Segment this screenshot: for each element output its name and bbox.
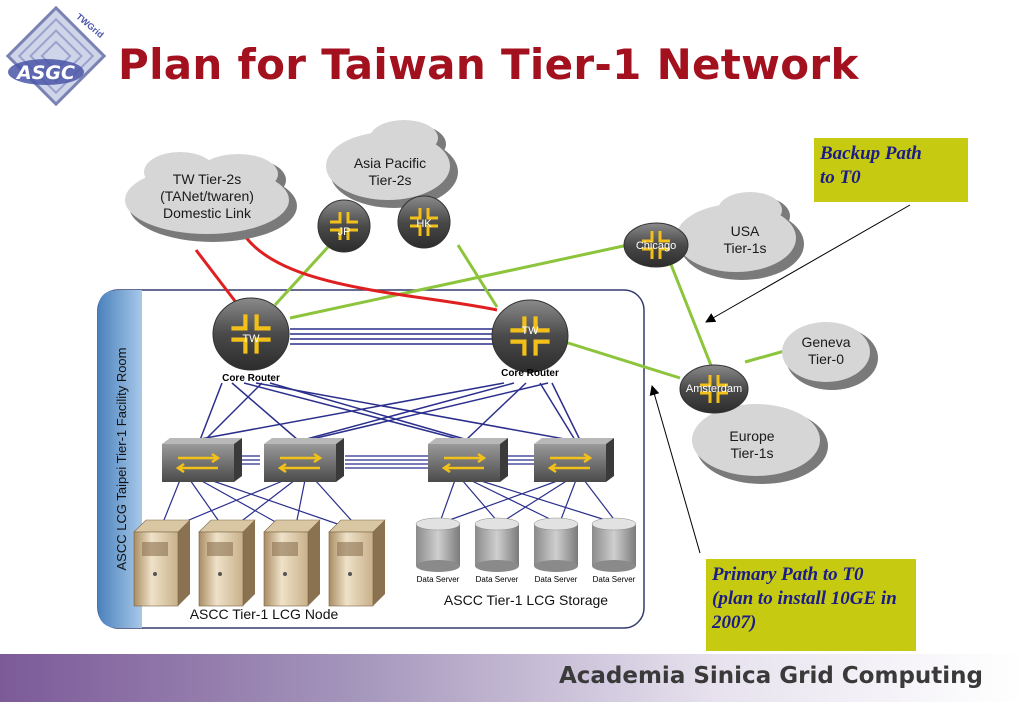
router-amsterdam-label: Amsterdam <box>686 383 742 395</box>
logo-text: ASGC <box>15 62 75 84</box>
cloud-geneva-line1: Geneva <box>801 334 850 350</box>
cloud-europe-line1: Europe <box>729 428 774 444</box>
link-tw-left-chicago <box>289 243 629 320</box>
domestic-links <box>194 227 498 312</box>
server-2 <box>198 519 256 607</box>
router-chicago-label: Chicago <box>636 240 676 252</box>
cloud-tw-tier2-line2: (TANet/twaren) <box>160 188 254 204</box>
facility-label: ASCC LCG Taipei Tier-1 Facility Room <box>114 348 129 571</box>
link-chicago-amsterdam <box>668 261 714 369</box>
cloud-usa: USA Tier-1s <box>676 192 804 280</box>
data-server-4 <box>591 517 637 572</box>
switch-3 <box>428 438 508 482</box>
data-server-3-label: Data Server <box>535 575 578 584</box>
server-1 <box>133 519 191 607</box>
slide-title: Plan for Taiwan Tier-1 Network <box>118 40 859 89</box>
primary-callout-line3: 2007) <box>712 612 757 633</box>
switch-1 <box>162 438 242 482</box>
core-interconnect <box>290 328 496 345</box>
backup-callout-line1: Backup Path <box>820 143 922 164</box>
cloud-europe: Europe Tier-1s <box>692 404 828 484</box>
backup-callout-line2: to T0 <box>820 167 861 188</box>
link-amsterdam-geneva <box>744 348 789 364</box>
facility-room-sidebar <box>98 290 142 628</box>
server-4 <box>328 519 386 607</box>
router-tw-left: TW <box>212 297 290 371</box>
cloud-usa-line2: Tier-1s <box>723 240 766 256</box>
primary-callout-line2: (plan to install 10GE in <box>712 588 897 609</box>
footer-bar: Academia Sinica Grid Computing <box>0 654 1023 702</box>
data-server-1 <box>415 517 461 572</box>
cloud-tw-tier2-line3: Domestic Link <box>163 205 252 221</box>
cloud-geneva-line2: Tier-0 <box>808 351 844 367</box>
node-label: ASCC Tier-1 LCG Node <box>190 606 339 622</box>
cloud-usa-line1: USA <box>731 223 760 239</box>
router-jp-label: JP <box>338 226 351 238</box>
asgc-logo: ASGC TWGrid <box>5 5 107 107</box>
cloud-asia-pacific: Asia Pacific Tier-2s <box>326 120 458 208</box>
switch-2 <box>264 438 344 482</box>
router-hk: HK <box>397 195 451 249</box>
primary-callout-line1: Primary Path to T0 <box>712 564 864 585</box>
cloud-tw-tier2: TW Tier-2s (TANet/twaren) Domestic Link <box>125 152 297 242</box>
cloud-europe-line2: Tier-1s <box>730 445 773 461</box>
link-tw2-tw-left <box>194 249 240 306</box>
primary-path-callout: Primary Path to T0 (plan to install 10GE… <box>706 559 916 651</box>
router-jp: JP <box>317 199 371 253</box>
backup-arrow <box>705 204 911 323</box>
core-switch-links <box>194 382 581 441</box>
router-tw-left-label: TW <box>242 333 260 345</box>
router-hk-label: HK <box>416 218 432 230</box>
router-chicago: Chicago <box>623 222 689 268</box>
cloud-asia-pacific-line2: Tier-2s <box>368 172 411 188</box>
primary-arrow <box>649 385 701 554</box>
cloud-tw-tier2-line1: TW Tier-2s <box>173 171 241 187</box>
data-server-3 <box>533 517 579 572</box>
cloud-asia-pacific-line1: Asia Pacific <box>354 155 426 171</box>
server-3 <box>263 519 321 607</box>
data-server-2-label: Data Server <box>476 575 519 584</box>
storage-label: ASCC Tier-1 LCG Storage <box>444 592 608 608</box>
core-router-label-right: Core Router <box>501 368 559 379</box>
router-tw-right: TW <box>491 299 569 373</box>
router-amsterdam: Amsterdam <box>679 364 749 414</box>
data-server-2 <box>474 517 520 572</box>
footer-text: Academia Sinica Grid Computing <box>558 663 983 689</box>
core-router-label-left: Core Router <box>222 373 280 384</box>
switch-4 <box>534 438 614 482</box>
wan-links <box>273 243 789 380</box>
router-tw-right-label: TW <box>521 325 539 337</box>
data-server-1-label: Data Server <box>417 575 460 584</box>
backup-path-callout: Backup Path to T0 <box>814 138 968 202</box>
cloud-geneva: Geneva Tier-0 <box>782 322 878 390</box>
link-tw2-tw-right <box>238 227 498 312</box>
data-server-4-label: Data Server <box>593 575 636 584</box>
link-tw-left-jp <box>273 245 330 307</box>
link-tw-right-amsterdam <box>564 340 681 380</box>
